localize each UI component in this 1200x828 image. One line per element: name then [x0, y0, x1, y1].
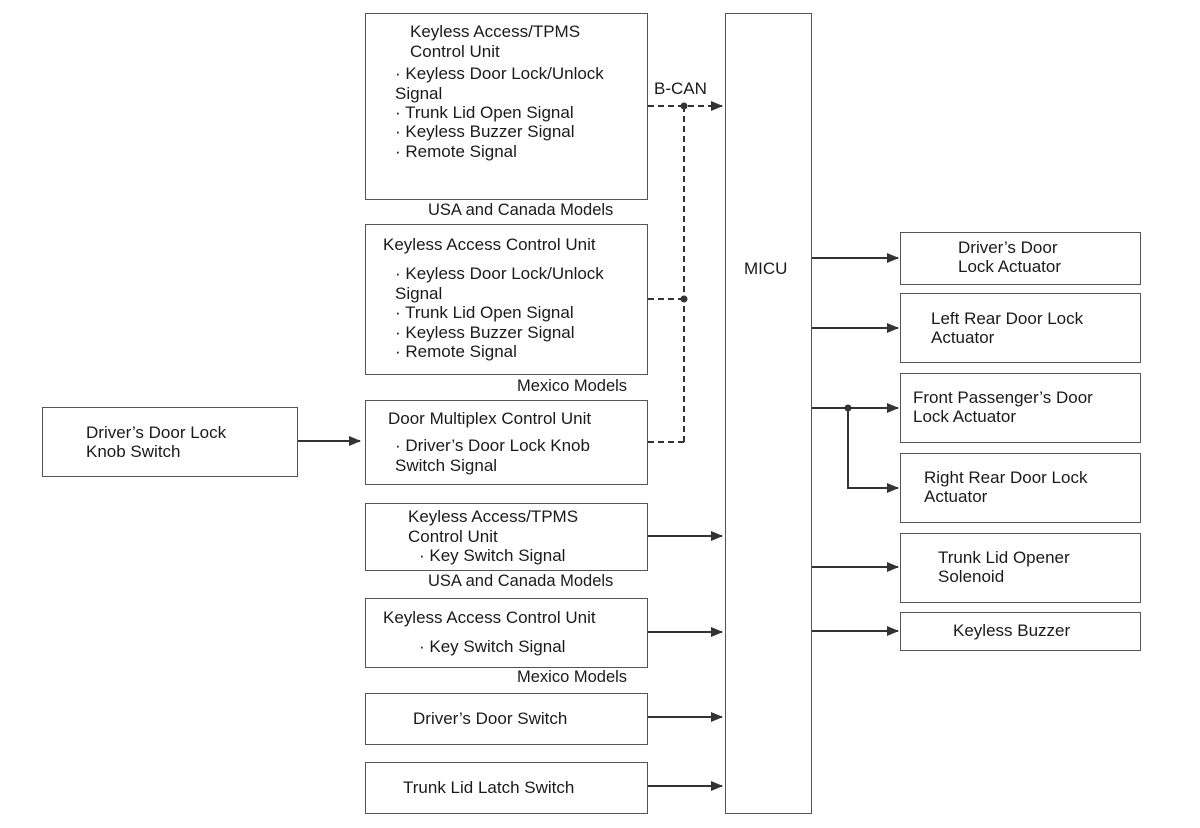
keyless-bcan-box	[365, 224, 648, 375]
box-title: Driver’s Door Lock	[86, 423, 227, 442]
region-caption: USA and Canada Models	[428, 201, 614, 219]
box-title: Actuator	[924, 487, 988, 506]
signal-line: · Remote Signal	[395, 342, 517, 361]
box-title: Keyless Access Control Unit	[383, 235, 596, 254]
micu-box	[725, 13, 812, 814]
box-title: Control Unit	[410, 42, 500, 61]
box-title: Driver’s Door	[958, 238, 1058, 257]
signal-line: · Keyless Door Lock/Unlock	[395, 264, 604, 283]
box-title: Solenoid	[938, 567, 1005, 586]
keyless-tpms-key-box	[365, 503, 648, 571]
box-title: Right Rear Door Lock	[924, 468, 1088, 487]
box-title: Lock Actuator	[913, 407, 1017, 426]
right-rear-lock-arrow	[847, 408, 899, 493]
signal-line: · Keyless Buzzer Signal	[395, 122, 575, 141]
box-title: Trunk Lid Latch Switch	[403, 778, 575, 797]
region-caption: Mexico Models	[517, 377, 628, 395]
bcan-junction-dot	[680, 295, 688, 303]
bcan-bus-lines	[648, 105, 720, 443]
signal-line: · Trunk Lid Open Signal	[395, 103, 574, 122]
signal-line: · Keyless Buzzer Signal	[395, 323, 575, 342]
drivers-door-switch-box	[365, 693, 648, 745]
knob-switch-box	[42, 407, 298, 477]
micu-label: MICU	[744, 259, 788, 278]
signal-line: · Key Switch Signal	[419, 637, 566, 656]
trunk-latch-switch-box	[365, 762, 648, 814]
box-title: Driver’s Door Switch	[413, 709, 568, 728]
bcan-junction-dot	[680, 102, 688, 110]
box-title: Front Passenger’s Door	[913, 388, 1093, 407]
signal-line: Switch Signal	[395, 456, 498, 475]
bcan-label: B-CAN	[654, 79, 707, 98]
region-caption: Mexico Models	[517, 668, 628, 686]
box-title: Actuator	[931, 328, 995, 347]
box-title: Keyless Access Control Unit	[383, 608, 596, 627]
signal-line: Signal	[395, 284, 443, 303]
keyless-buzzer-box	[900, 612, 1141, 651]
left-rear-lock-actuator-box	[900, 293, 1141, 363]
signal-line: · Key Switch Signal	[419, 546, 566, 565]
box-title: Door Multiplex Control Unit	[388, 409, 592, 428]
box-title: Control Unit	[408, 527, 498, 546]
driver-lock-actuator-box	[900, 232, 1141, 285]
keyless-key-box	[365, 598, 648, 668]
box-title: Keyless Buzzer	[953, 621, 1071, 640]
output-junction-dot	[844, 404, 852, 412]
box-title: Left Rear Door Lock	[931, 309, 1084, 328]
box-title: Lock Actuator	[958, 257, 1062, 276]
box-title: Keyless Access/TPMS	[408, 507, 579, 526]
signal-line: · Keyless Door Lock/Unlock	[395, 64, 604, 83]
signal-line: · Driver’s Door Lock Knob	[395, 436, 590, 455]
trunk-opener-solenoid-box	[900, 533, 1141, 603]
right-rear-lock-actuator-box	[900, 453, 1141, 523]
signal-line: · Remote Signal	[395, 142, 517, 161]
door-multiplex-box	[365, 400, 648, 485]
keyless-tpms-bcan-box	[365, 13, 648, 200]
signal-line: Signal	[395, 84, 443, 103]
box-title: Keyless Access/TPMS	[410, 22, 581, 41]
box-title: Knob Switch	[86, 442, 181, 461]
region-caption: USA and Canada Models	[428, 572, 614, 590]
signal-line: · Trunk Lid Open Signal	[395, 303, 574, 322]
box-title: Trunk Lid Opener	[938, 548, 1070, 567]
front-passenger-lock-actuator-box	[900, 373, 1141, 443]
